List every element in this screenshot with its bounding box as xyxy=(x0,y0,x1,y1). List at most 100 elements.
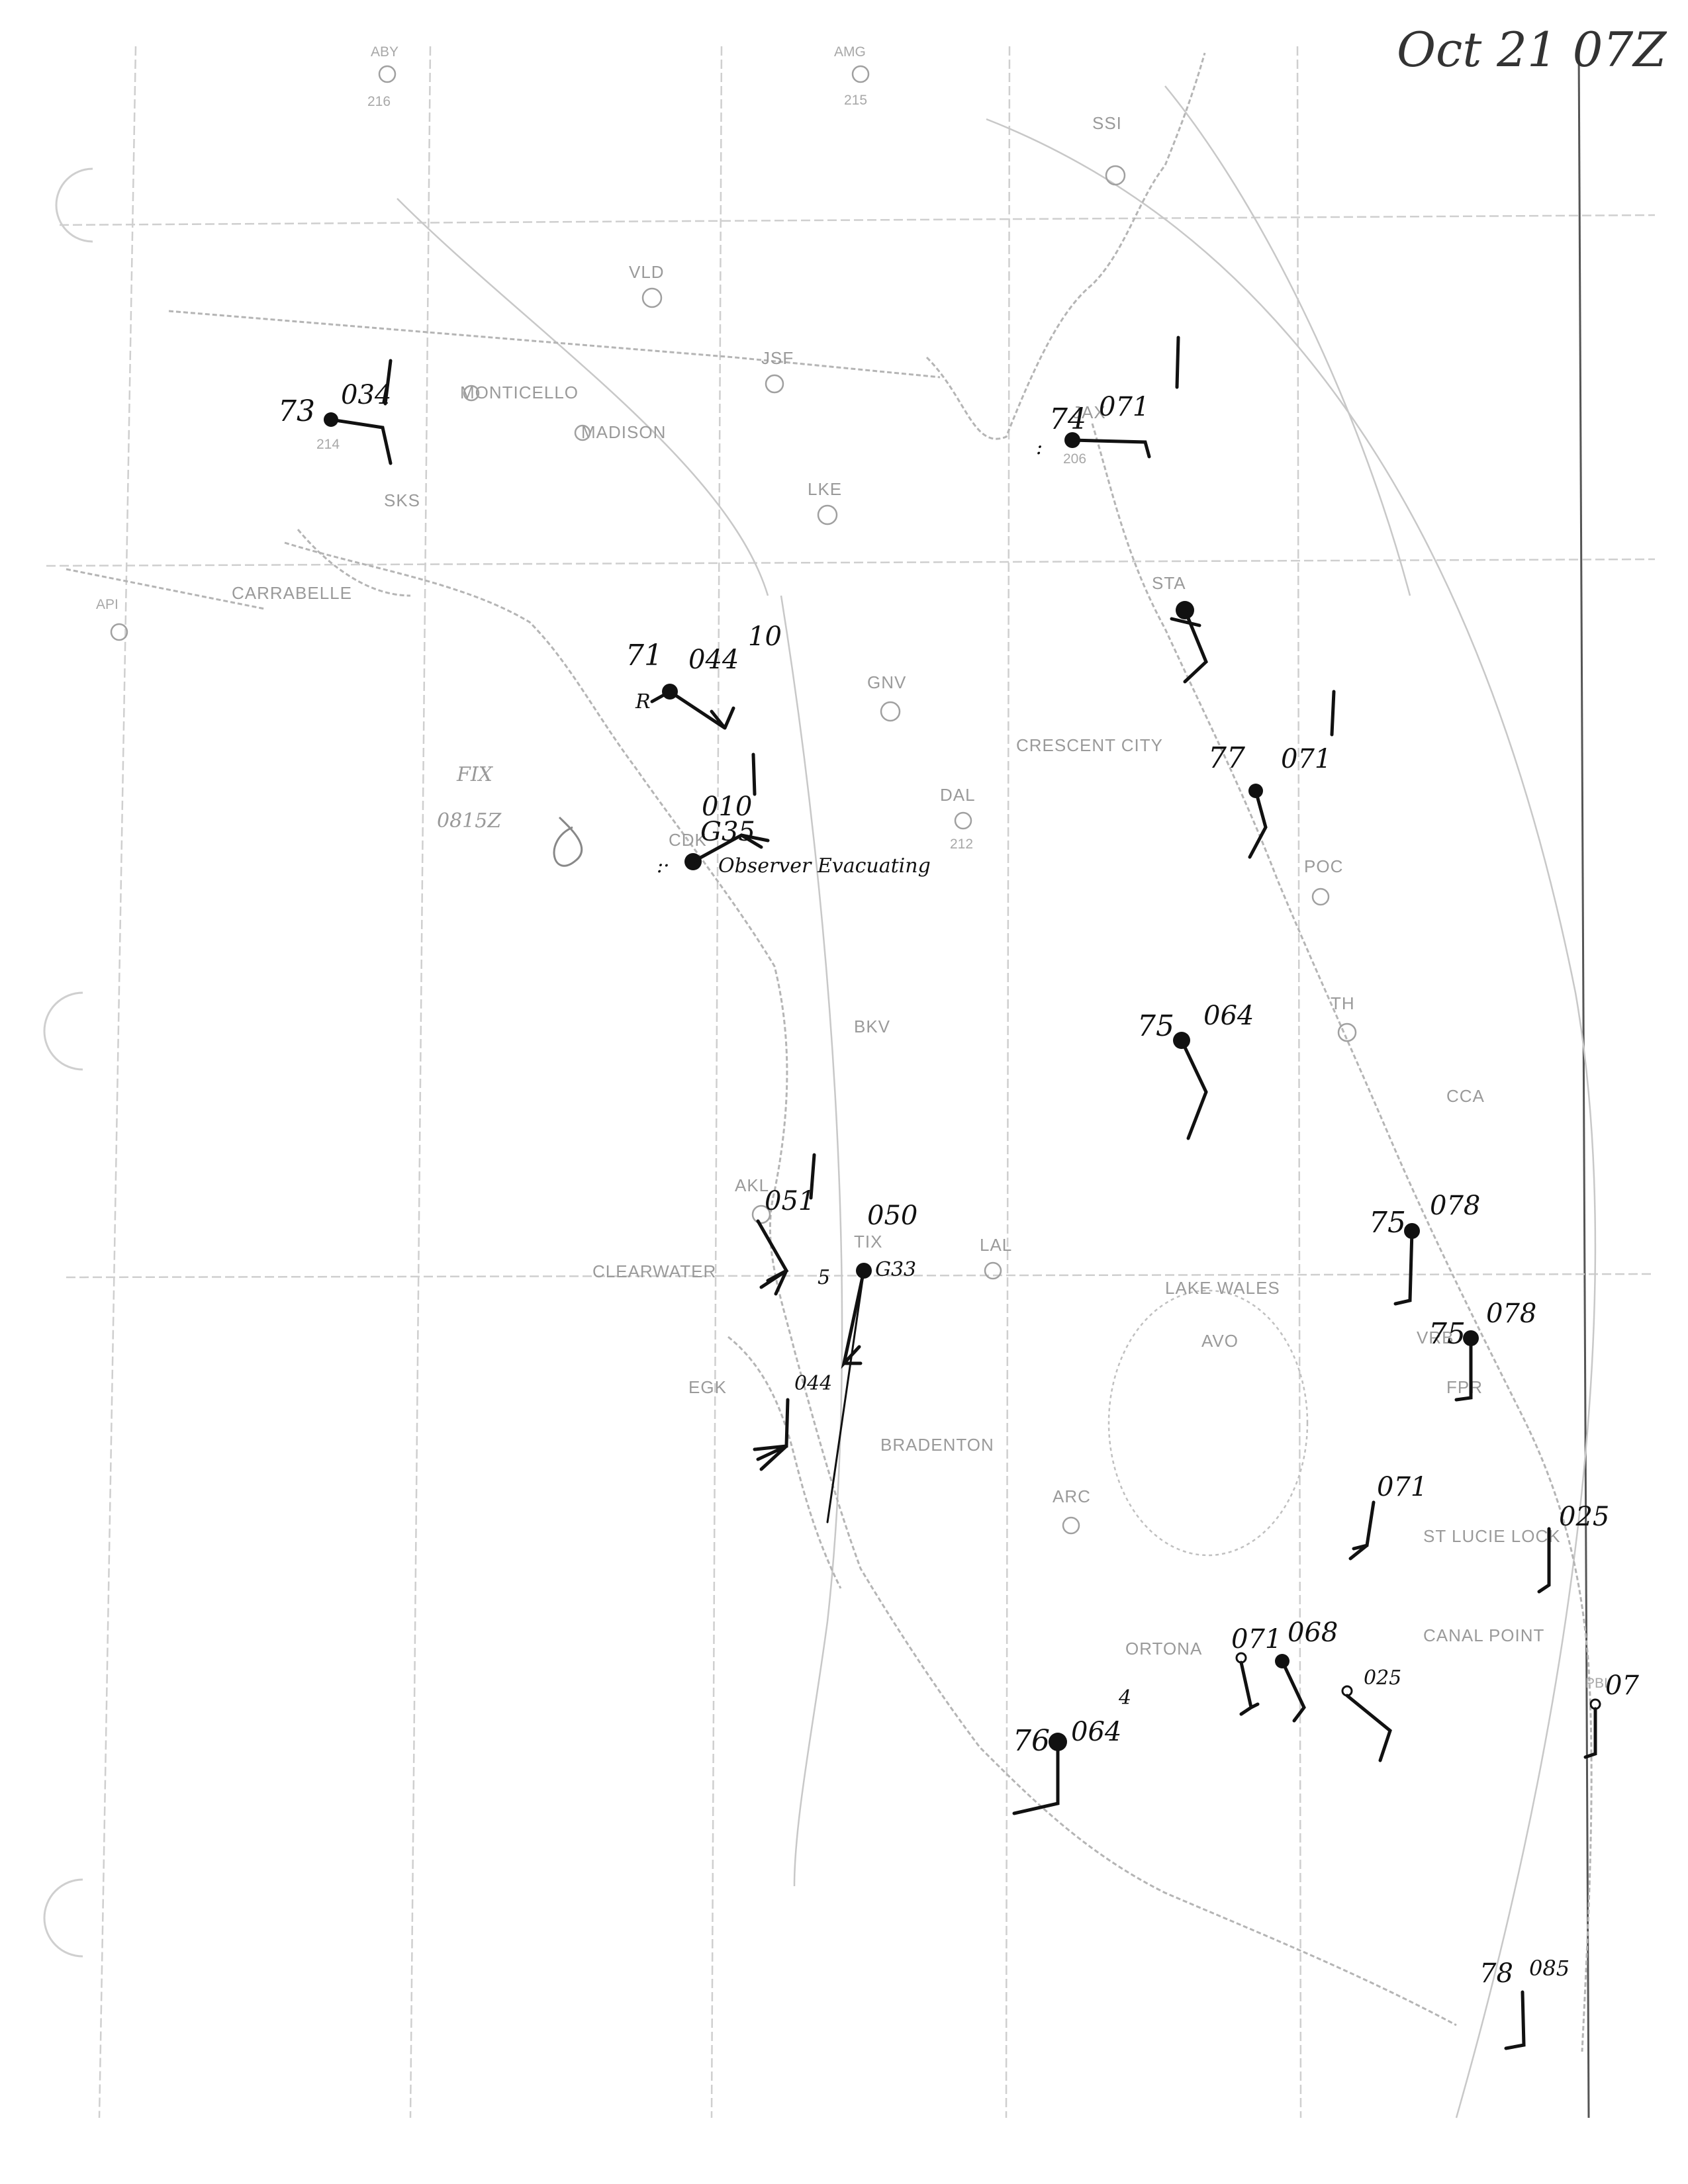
radar-range-arcs xyxy=(397,85,1597,2118)
station-temp: 75 xyxy=(1369,1206,1406,1240)
station-plot-ortona-a: 071 xyxy=(1231,1624,1282,1716)
station-pressure: 071 xyxy=(1281,744,1331,774)
label-tlh-num: 214 xyxy=(316,437,340,452)
station-plot-srq: 044 xyxy=(753,1372,832,1471)
station-plot-mia: 78 085 xyxy=(1479,1956,1570,2050)
label-vrb: VRB xyxy=(1417,1328,1454,1347)
coastline xyxy=(66,52,1593,2052)
label-lal: LAL xyxy=(980,1235,1012,1255)
station-pressure: 071 xyxy=(1377,1472,1427,1502)
punch-holes xyxy=(43,167,93,1958)
station-plot-akl: 051 xyxy=(756,1153,816,1296)
punch-hole-top xyxy=(55,167,93,243)
station-pressure: 078 xyxy=(1486,1298,1536,1329)
hurricane-fix: FIX 0815Z xyxy=(437,763,583,867)
label-akl: AKL xyxy=(735,1175,769,1195)
station-plot-ocala: 75 064 xyxy=(1137,1001,1254,1140)
station-gust: G35 xyxy=(700,817,755,847)
station-temp: 78 xyxy=(1479,1958,1513,1989)
label-egk: EGK xyxy=(688,1377,727,1397)
station-tendency: 10 xyxy=(748,621,782,652)
station-temp: 73 xyxy=(278,394,315,428)
label-crescent-city: CRESCENT CITY xyxy=(1016,735,1163,755)
hurricane-symbol-icon xyxy=(553,816,583,867)
station-pressure: 078 xyxy=(1430,1191,1480,1221)
label-ortona: ORTONA xyxy=(1125,1639,1202,1659)
station-gust: G33 xyxy=(875,1258,916,1281)
label-jsf: JSF xyxy=(761,348,794,368)
station-pressure: 071 xyxy=(1099,392,1149,422)
label-monticello: MONTICELLO xyxy=(460,383,579,402)
observer-note: Observer Evacuating xyxy=(718,854,931,878)
station-pressure: 010 xyxy=(702,792,752,822)
punch-hole-middle xyxy=(43,991,83,1071)
station-pressure: 044 xyxy=(688,645,739,675)
label-pbi: PBI xyxy=(1585,1676,1608,1691)
weather-symbol: :· xyxy=(657,854,670,878)
station-pressure: 064 xyxy=(1071,1717,1121,1747)
label-fpr: FPR xyxy=(1446,1377,1483,1397)
label-gnv: GNV xyxy=(867,672,906,692)
station-plot-ortona-b: 068 xyxy=(1275,1617,1338,1723)
station-pressure: 034 xyxy=(341,380,391,410)
label-ssi: SSI xyxy=(1092,113,1122,133)
label-cdk: CDK xyxy=(669,830,707,850)
station-plot-fmy: 76 064 4 xyxy=(1012,1686,1131,1815)
basemap-stations: ABY 216 AMG 215 SSI VLD JSF MONTICELLO M… xyxy=(96,44,1608,1691)
station-plot-tlh: 73 034 xyxy=(278,359,393,465)
station-pressure: 044 xyxy=(794,1372,832,1395)
fix-time: 0815Z xyxy=(437,809,502,833)
chart-timestamp: Oct 21 07Z xyxy=(1397,22,1667,77)
label-vld: VLD xyxy=(629,262,665,282)
label-madison: MADISON xyxy=(581,422,666,442)
label-sta: STA xyxy=(1152,573,1186,593)
label-carrabelle: CARRABELLE xyxy=(232,583,352,603)
weather-symbol: : xyxy=(1036,436,1043,459)
station-tendency: 4 xyxy=(1118,1686,1131,1709)
label-cca: CCA xyxy=(1446,1086,1485,1106)
station-pressure: 07 xyxy=(1605,1670,1639,1701)
label-jax: JAX xyxy=(1072,402,1106,422)
station-temp: 77 xyxy=(1208,741,1245,775)
label-avo: AVO xyxy=(1201,1331,1239,1351)
label-dal: DAL xyxy=(940,785,976,805)
station-temp: 75 xyxy=(1137,1009,1174,1043)
label-clearwater: CLEARWATER xyxy=(592,1261,716,1281)
label-canal-point: CANAL POINT xyxy=(1423,1625,1544,1645)
station-pressure: 025 xyxy=(1559,1502,1609,1532)
label-amg: AMG xyxy=(834,44,866,60)
weather-symbol: R xyxy=(635,690,651,713)
station-temp: 76 xyxy=(1013,1724,1050,1758)
lat-lon-grid xyxy=(46,46,1656,2118)
station-plot-dab: 77 071 xyxy=(1208,690,1336,859)
station-plot-cty: 71 044 10 R xyxy=(626,621,782,730)
label-bradenton: BRADENTON xyxy=(880,1435,994,1455)
label-poc: POC xyxy=(1304,856,1343,876)
label-lke: LKE xyxy=(808,479,842,499)
station-pressure: 051 xyxy=(765,1186,815,1216)
station-pressure: 068 xyxy=(1288,1617,1338,1648)
station-pressure: 064 xyxy=(1203,1001,1254,1031)
station-plot-pahokee: 025 xyxy=(1341,1666,1401,1762)
punch-hole-bottom xyxy=(43,1878,83,1958)
station-pressure: 025 xyxy=(1364,1666,1401,1690)
label-tix: TIX xyxy=(854,1232,882,1251)
station-temp: 74 xyxy=(1049,402,1086,436)
label-aby-num: 216 xyxy=(367,94,391,109)
label-th: TH xyxy=(1331,993,1355,1013)
station-temp: 71 xyxy=(626,639,663,672)
label-sks: SKS xyxy=(384,490,420,510)
station-plot-vrb: 75 078 xyxy=(1429,1298,1536,1402)
weather-symbol: 5 xyxy=(818,1266,830,1289)
station-plot-sebring: 071 xyxy=(1348,1472,1427,1561)
label-amg-num: 215 xyxy=(844,93,867,108)
label-dal-num: 212 xyxy=(950,837,973,852)
label-bkv: BKV xyxy=(854,1017,890,1036)
station-pressure: 050 xyxy=(867,1201,917,1231)
station-plot-mlb: 75 078 xyxy=(1369,1191,1480,1306)
label-lake-wales: LAKE WALES xyxy=(1165,1278,1280,1298)
station-plot-cdk: 010 G35 :· Observer Evacuating xyxy=(657,752,931,878)
station-plot-jax: 74 071 : xyxy=(1036,336,1180,459)
label-api: API xyxy=(96,597,118,612)
